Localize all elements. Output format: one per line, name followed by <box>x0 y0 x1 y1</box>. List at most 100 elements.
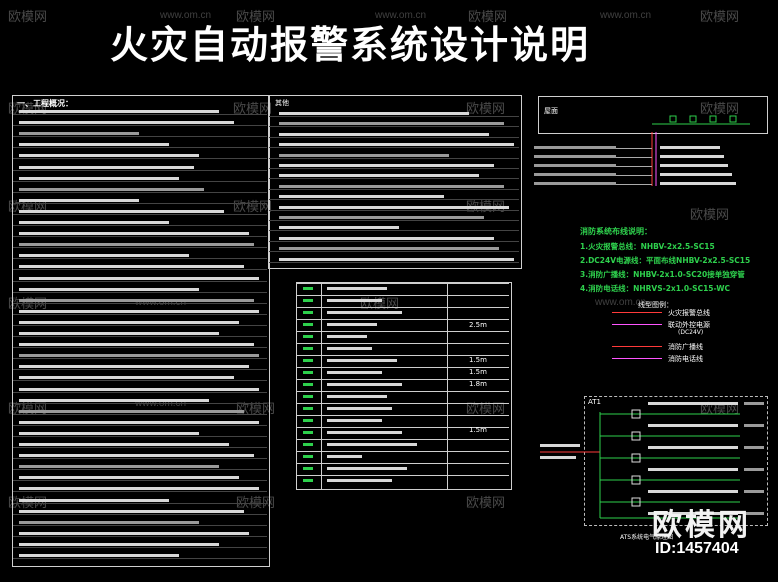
table-row <box>269 199 519 201</box>
text-line <box>19 110 219 113</box>
table-row <box>13 513 267 515</box>
table-row <box>269 178 519 180</box>
table-row <box>297 307 509 308</box>
text-line <box>327 359 397 362</box>
watermark-url: www.om.cn <box>135 297 187 308</box>
wiring-notes-title: 消防系统布线说明： <box>580 227 652 236</box>
text-line <box>19 376 234 380</box>
table-row <box>297 319 509 320</box>
text-line <box>19 320 239 324</box>
text-line <box>327 443 417 446</box>
text-line <box>19 254 189 258</box>
ats-schematic: AT1 ATS系统电气原理图 <box>540 392 772 542</box>
table-row <box>269 126 519 128</box>
legend-symbol <box>303 479 313 482</box>
watermark-logo: 欧模网 <box>233 199 273 214</box>
text-line <box>19 476 239 480</box>
table-row <box>13 302 267 304</box>
table-row <box>269 261 519 263</box>
text-line <box>19 121 234 125</box>
text-line <box>660 173 732 176</box>
watermark-logo: 欧模网 <box>8 9 48 24</box>
riser-connector <box>616 157 652 158</box>
text-line <box>279 184 504 188</box>
table-row <box>297 463 509 464</box>
legend-symbol <box>303 443 313 446</box>
table-row <box>13 269 267 271</box>
legend-symbol <box>303 347 313 350</box>
watermark-logo: 欧模网 <box>700 101 740 116</box>
table-row <box>13 336 267 337</box>
table-row <box>13 491 267 493</box>
table-row <box>297 415 509 416</box>
legend-table: 2.5m 1.5m 1.5m 1.8m 1.5m <box>296 282 512 490</box>
wiring-note-item: 3.消防广播线：NHBV-2x1.0-SC20接单独穿管 <box>580 270 745 279</box>
text-line <box>19 343 254 347</box>
text-line <box>19 332 219 335</box>
table-row <box>13 225 267 226</box>
table-row <box>269 116 519 117</box>
table-row <box>269 220 519 221</box>
line-legend-label: 火灾报警总线 <box>668 309 710 317</box>
text-line <box>744 490 764 493</box>
table-row <box>13 158 267 160</box>
line-legend-label: 消防电话线 <box>668 355 703 363</box>
line-legend-label: 联动外控电源 <box>668 321 710 329</box>
line-legend-title: 线型图例： <box>638 301 673 309</box>
text-line <box>744 468 764 471</box>
table-row <box>13 369 267 371</box>
text-line <box>19 265 244 269</box>
text-line <box>327 395 387 398</box>
text-line <box>19 243 254 247</box>
table-row <box>13 447 267 448</box>
table-row <box>13 347 267 349</box>
text-line <box>19 165 194 169</box>
riser-connector <box>616 148 652 149</box>
table-row <box>297 295 509 296</box>
text-line <box>279 112 469 115</box>
legend-symbol <box>303 395 313 398</box>
legend-symbol <box>303 371 313 374</box>
table-row <box>297 343 509 344</box>
text-line <box>534 164 616 167</box>
text-line <box>19 409 244 413</box>
table-row <box>13 180 267 182</box>
table-row <box>13 413 267 415</box>
watermark-logo: 欧模网 <box>233 101 273 116</box>
legend-symbol <box>303 467 313 470</box>
legend-symbol <box>303 419 313 422</box>
text-line <box>327 479 392 482</box>
text-line <box>540 456 576 459</box>
watermark-logo: 欧模网 <box>466 101 506 116</box>
legend-symbol <box>303 383 313 386</box>
text-line <box>279 195 444 199</box>
table-row <box>269 168 519 169</box>
text-line <box>648 468 738 471</box>
table-row <box>13 125 267 127</box>
table-row <box>13 458 267 460</box>
legend-symbol <box>303 311 313 314</box>
text-line <box>279 216 484 219</box>
table-row <box>13 535 267 537</box>
riser-diagram: 屋面 <box>530 96 770 196</box>
text-line <box>744 424 764 427</box>
table-row <box>13 280 267 282</box>
text-line <box>660 164 728 167</box>
watermark-logo: 欧模网 <box>690 207 730 222</box>
table-row <box>13 380 267 382</box>
text-line <box>19 221 169 224</box>
riser-connector <box>616 166 652 167</box>
watermark-url: www.om.cn <box>595 297 647 308</box>
text-line <box>534 173 616 176</box>
watermark-logo: 欧模网 <box>700 9 740 24</box>
text-line <box>660 146 720 149</box>
table-row <box>269 209 519 211</box>
table-row <box>13 391 267 393</box>
text-line <box>19 443 229 446</box>
legend-symbol <box>303 335 313 338</box>
line-legend-sublabel: (DC24V) <box>678 329 704 336</box>
text-line <box>19 176 179 180</box>
watermark-url: www.om.cn <box>600 10 652 21</box>
table-row <box>269 147 519 149</box>
text-line <box>327 383 402 386</box>
